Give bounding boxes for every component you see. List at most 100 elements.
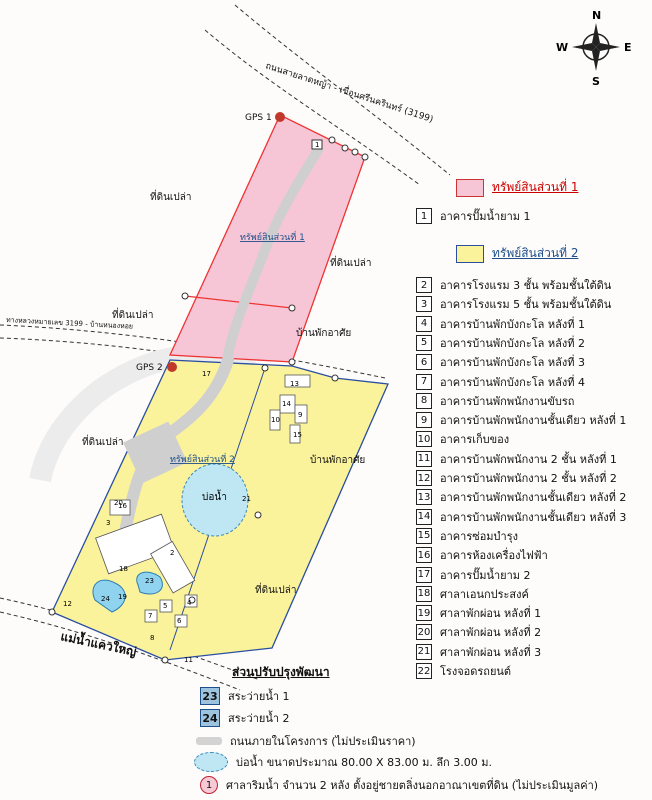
- legend-item-label: ศาลาเอนกประสงค์: [440, 587, 529, 601]
- map-marker-21-text: 21: [242, 495, 251, 503]
- pool2-number: 24: [200, 709, 220, 727]
- compass-n: N: [592, 9, 601, 22]
- legend-item-number: 22: [416, 663, 432, 679]
- gps1-label: GPS 1: [245, 113, 272, 123]
- pond-swatch: [194, 752, 228, 772]
- part1-divider: [184, 295, 293, 309]
- legend-item-label: อาคารโรงแรม 3 ชั้น พร้อมชั้นใต้ดิน: [440, 279, 612, 292]
- map-marker-8-text: 8: [150, 634, 154, 642]
- legend-item: 4 อาคารบ้านพักบังกะโล หลังที่ 1: [416, 315, 585, 333]
- map-marker-5-text: 5: [163, 602, 167, 610]
- map-marker-11-text: 11: [184, 656, 193, 664]
- map-marker-23-text: 23: [145, 577, 154, 585]
- residence-label-1: บ้านพักอาศัย: [296, 327, 351, 339]
- legend-item-number: 2: [416, 277, 432, 293]
- map-marker-16-text: 16: [118, 502, 127, 510]
- legend-item: 1 อาคารปั๊มน้ำยาม 1: [416, 207, 531, 225]
- legend-item-label: ศาลาพักผ่อน หลังที่ 2: [440, 626, 542, 640]
- legend-item: 10 อาคารเก็บของ: [416, 430, 509, 448]
- legend-item-label: อาคารห้องเครื่องไฟฟ้า: [440, 549, 548, 563]
- map-marker-12-text: 12: [63, 600, 72, 608]
- legend-item-label: อาคารบ้านพักบังกะโล หลังที่ 2: [440, 336, 585, 350]
- legend-road: ถนนภายในโครงการ (ไม่ประเมินราคา): [196, 732, 416, 750]
- legend-item-label: อาคารปั๊มน้ำยาม 2: [440, 568, 531, 582]
- map-marker-14-text: 14: [282, 400, 291, 408]
- part1-swatch: [456, 178, 484, 197]
- pond: [181, 463, 249, 537]
- map-marker-17-text: 17: [202, 370, 211, 378]
- legend-item-label: อาคารเก็บของ: [440, 433, 510, 447]
- part2-swatch: [456, 244, 484, 263]
- map-marker-20-text: 20: [114, 499, 123, 507]
- legend-item-number: 17: [416, 566, 432, 583]
- legend-item-number: 15: [416, 527, 432, 544]
- legend-item-label: ศาลาพักผ่อน หลังที่ 1: [440, 607, 542, 621]
- legend-item-number: 18: [416, 585, 432, 602]
- legend-item: 17 อาคารปั๊มน้ำยาม 2: [416, 566, 531, 584]
- pavilion-number: 1: [200, 776, 218, 794]
- legend-item: 15 อาคารซ่อมบำรุง: [416, 527, 518, 545]
- pool2-label: สระว่ายน้ำ 2: [228, 712, 290, 725]
- legend-item-label: อาคารบ้านพักพนักงานชั้นเดียว หลังที่ 2: [440, 491, 627, 505]
- legend-item-number: 11: [416, 450, 432, 467]
- road-label: ถนนภายในโครงการ (ไม่ประเมินราคา): [230, 735, 416, 748]
- gps2-label: GPS 2: [136, 363, 163, 373]
- legend-item-label: อาคารบ้านพักบังกะโล หลังที่ 1: [440, 317, 585, 331]
- legend-item-number: 8: [416, 392, 432, 409]
- vacant-label-4: ที่ดินเปล่า: [82, 434, 123, 448]
- legend-item-number: 1: [416, 208, 432, 224]
- legend-item-label: อาคารซ่อมบำรุง: [440, 529, 518, 543]
- legend-item-label: อาคารบ้านพักพนักงาน 2 ชั้น หลังที่ 2: [440, 472, 617, 485]
- part2-title: ทรัพย์สินส่วนที่ 2: [492, 246, 579, 260]
- legend-item-number: 20: [416, 624, 432, 641]
- river-bank: [0, 597, 261, 691]
- vacant-label-5: ที่ดินเปล่า: [255, 582, 296, 596]
- pond-legend-label: บ่อน้ำ ขนาดประมาณ 80.00 X 83.00 ม. ลึก 3…: [236, 756, 492, 769]
- map-marker-1: [311, 139, 323, 150]
- map-marker-4-text: 4: [187, 599, 192, 607]
- legend-item-label: อาคารโรงแรม 5 ชั้น พร้อมชั้นใต้ดิน: [440, 298, 612, 312]
- legend-item-number: 5: [416, 334, 432, 351]
- compass-w: W: [556, 41, 568, 54]
- legend-pool1: 23 สระว่ายน้ำ 1: [200, 687, 290, 705]
- map-marker-24-text: 24: [101, 595, 110, 603]
- map-marker-15-text: 15: [293, 431, 302, 439]
- compass-s: S: [592, 75, 600, 88]
- legend-item-number: 4: [416, 315, 432, 332]
- map-marker-3-text: 3: [106, 519, 110, 527]
- vacant-label-3: ที่ดินเปล่า: [112, 307, 153, 321]
- pavilion-label: ศาลาริมน้ำ จำนวน 2 หลัง ตั้งอยู่ชายตลิ่ง…: [226, 779, 599, 792]
- boundary-points: [48, 136, 369, 664]
- road-swatch: [196, 737, 222, 745]
- map-marker-1-text: 1: [315, 141, 319, 149]
- legend-item-number: 3: [416, 296, 432, 313]
- map-marker-6-text: 6: [177, 617, 182, 625]
- legend-item-number: 19: [416, 605, 432, 622]
- vacant-label-2: ที่ดินเปล่า: [330, 255, 371, 269]
- legend-item: 19 ศาลาพักผ่อน หลังที่ 1: [416, 604, 541, 622]
- legend-part1-header: ทรัพย์สินส่วนที่ 1: [456, 178, 578, 197]
- map-marker-2-text: 2: [170, 549, 174, 557]
- legend-item-number: 6: [416, 354, 432, 371]
- gps1-marker: [275, 112, 285, 122]
- legend-item-number: 10: [416, 431, 432, 448]
- legend-pavilion: 1 ศาลาริมน้ำ จำนวน 2 หลัง ตั้งอยู่ชายตลิ…: [200, 776, 598, 794]
- legend-item-label: อาคารบ้านพักพนักงานชั้นเดียว หลังที่ 3: [440, 510, 627, 524]
- map-marker-7-text: 7: [148, 612, 152, 620]
- legend-item-number: 7: [416, 373, 432, 390]
- compass-rose-icon: N S E W: [556, 9, 632, 88]
- map-marker-19-text: 19: [118, 593, 127, 601]
- legend-item-number: 12: [416, 470, 432, 486]
- top-road-label: ถนนสายลาดหญ้า - เขื่อนศรีนครินทร์ (3199): [264, 58, 435, 125]
- development-title: ส่วนปรับปรุงพัฒนา: [232, 665, 330, 679]
- map-marker-13-text: 13: [290, 380, 299, 388]
- pool-23: [136, 571, 163, 595]
- legend-item-label: อาคารบ้านพักพนักงาน 2 ชั้น หลังที่ 1: [440, 452, 617, 466]
- map-marker-10-text: 10: [271, 416, 280, 424]
